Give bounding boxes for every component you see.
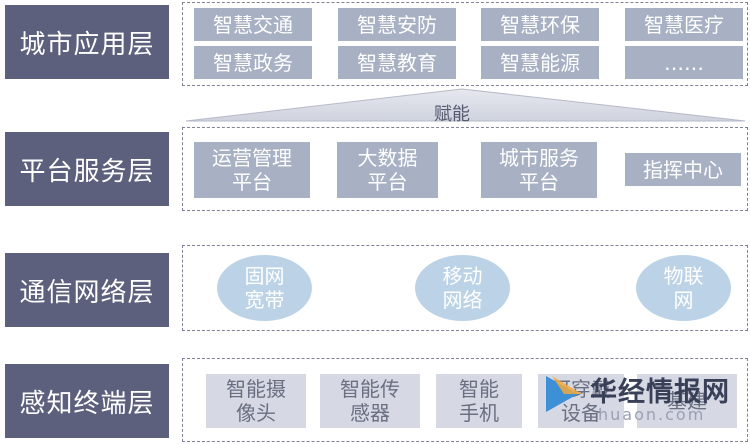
- watermark-brand: 华经情报网: [590, 377, 730, 408]
- terminal-item-sensor: 智能传 感器: [320, 374, 420, 428]
- enable-label: 赋能: [434, 104, 470, 125]
- app-item-environment: 智慧环保: [481, 8, 599, 41]
- terminal-item-camera: 智能摄 像头: [206, 374, 306, 428]
- platform-item-city-service: 城市服务 平台: [481, 142, 597, 198]
- comm-item-fixed-broadband: 固网 宽带: [217, 255, 312, 321]
- watermark-logo-icon: [546, 376, 582, 412]
- layer-label-terminal: 感知终端层: [5, 364, 169, 438]
- communication-layer-box: [182, 245, 748, 331]
- comm-item-mobile-network: 移动 网络: [415, 255, 510, 321]
- app-item-traffic: 智慧交通: [194, 8, 312, 41]
- app-item-energy: 智慧能源: [481, 46, 599, 79]
- platform-layer-box: [182, 127, 748, 211]
- app-item-medical: 智慧医疗: [625, 8, 743, 41]
- terminal-layer-box: [182, 358, 748, 442]
- app-item-security: 智慧安防: [338, 8, 456, 41]
- layer-label-communication: 通信网络层: [5, 253, 169, 327]
- terminal-item-phone: 智能 手机: [436, 374, 522, 428]
- terminal-item-infrastructure: 基建: [637, 374, 737, 428]
- watermark-domain: huaon.com: [598, 405, 706, 424]
- platform-item-command-center: 指挥中心: [625, 153, 741, 186]
- layer-label-application: 城市应用层: [5, 5, 169, 79]
- platform-item-operation: 运营管理 平台: [194, 142, 310, 198]
- app-item-more: ……: [625, 46, 743, 79]
- application-layer-box: [182, 2, 748, 86]
- comm-item-iot: 物联 网: [636, 255, 731, 321]
- app-item-education: 智慧教育: [338, 46, 456, 79]
- platform-item-bigdata: 大数据 平台: [337, 142, 438, 198]
- app-item-government: 智慧政务: [194, 46, 312, 79]
- layer-label-platform: 平台服务层: [5, 132, 169, 206]
